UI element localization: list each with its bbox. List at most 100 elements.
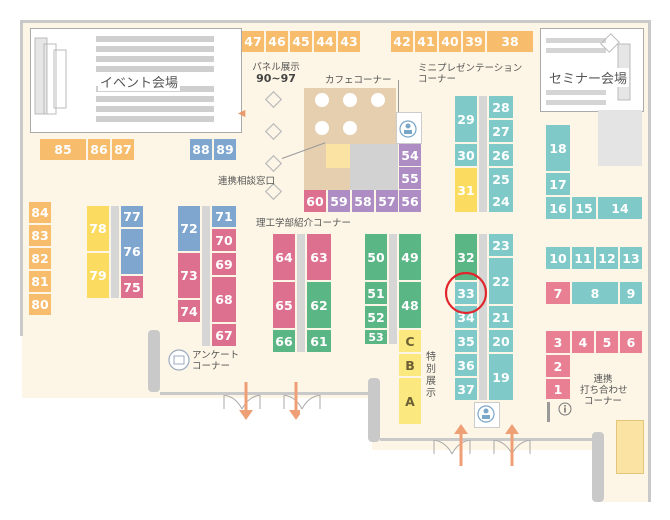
aisle-sep-70 (202, 206, 210, 346)
booth-7[interactable]: 7 (546, 282, 570, 304)
gray-area-right (598, 110, 642, 166)
booth-50[interactable]: 50 (365, 234, 387, 280)
booth-78[interactable]: 78 (87, 206, 109, 251)
booth-49[interactable]: 49 (399, 234, 421, 280)
booth-40[interactable]: 40 (439, 31, 461, 52)
booth-18[interactable]: 18 (546, 125, 570, 171)
booth-39[interactable]: 39 (463, 31, 485, 52)
booth-57[interactable]: 57 (376, 190, 398, 212)
booth-30[interactable]: 30 (455, 144, 477, 166)
booth-B[interactable]: B (399, 354, 421, 376)
booth-60[interactable]: 60 (304, 190, 326, 212)
booth-20[interactable]: 20 (489, 330, 513, 352)
booth-15[interactable]: 15 (572, 197, 596, 219)
booth-A[interactable]: A (399, 378, 421, 424)
booth-77[interactable]: 77 (121, 206, 143, 227)
booth-37[interactable]: 37 (455, 378, 477, 400)
booth-9[interactable]: 9 (620, 282, 642, 304)
booth-6[interactable]: 6 (620, 331, 642, 353)
booth-62[interactable]: 62 (307, 282, 331, 328)
booth-26[interactable]: 26 (489, 144, 513, 166)
booth-42[interactable]: 42 (391, 31, 413, 52)
meeting-corner-label: 連携 打ち合わせ コーナー (580, 374, 628, 407)
booth-22[interactable]: 22 (489, 258, 513, 304)
booth-63[interactable]: 63 (307, 234, 331, 280)
booth-21[interactable]: 21 (489, 306, 513, 328)
booth-1[interactable]: 1 (546, 379, 570, 399)
booth-4[interactable]: 4 (572, 331, 594, 353)
booth-5[interactable]: 5 (596, 331, 618, 353)
booth-29[interactable]: 29 (455, 96, 477, 142)
booth-27[interactable]: 27 (489, 120, 513, 142)
booth-73[interactable]: 73 (178, 253, 200, 298)
rail-right (547, 402, 550, 422)
booth-66[interactable]: 66 (273, 330, 295, 352)
booth-8[interactable]: 8 (572, 282, 618, 304)
booth-48[interactable]: 48 (399, 282, 421, 328)
booth-68[interactable]: 68 (212, 277, 236, 322)
booth-3[interactable]: 3 (546, 331, 570, 353)
meeting-desk (616, 420, 644, 474)
booth-67[interactable]: 67 (212, 324, 236, 346)
booth-46[interactable]: 46 (266, 31, 288, 52)
booth-14[interactable]: 14 (598, 197, 642, 219)
booth-47[interactable]: 47 (242, 31, 264, 52)
booth-35[interactable]: 35 (455, 330, 477, 352)
booth-51[interactable]: 51 (365, 282, 387, 304)
booth-2[interactable]: 2 (546, 355, 570, 377)
booth-72[interactable]: 72 (178, 206, 200, 251)
booth-12[interactable]: 12 (596, 247, 618, 269)
booth-83[interactable]: 83 (29, 225, 51, 246)
booth-13[interactable]: 13 (620, 247, 642, 269)
booth-28[interactable]: 28 (489, 96, 513, 118)
booth-10[interactable]: 10 (546, 247, 570, 269)
booth-81[interactable]: 81 (29, 271, 51, 292)
booth-71[interactable]: 71 (212, 206, 236, 227)
booth-82[interactable]: 82 (29, 248, 51, 269)
booth-32[interactable]: 32 (455, 234, 477, 280)
booth-89[interactable]: 89 (214, 139, 236, 160)
booth-84[interactable]: 84 (29, 202, 51, 223)
pillar-right (592, 432, 604, 502)
booth-25[interactable]: 25 (489, 168, 513, 190)
booth-36[interactable]: 36 (455, 354, 477, 376)
booth-C[interactable]: C (399, 330, 421, 352)
booth-45[interactable]: 45 (290, 31, 312, 52)
wall-bottom-center (380, 438, 595, 441)
booth-43[interactable]: 43 (338, 31, 360, 52)
booth-86[interactable]: 86 (88, 139, 110, 160)
booth-38[interactable]: 38 (487, 31, 533, 52)
booth-76[interactable]: 76 (121, 229, 143, 274)
booth-88[interactable]: 88 (190, 139, 212, 160)
booth-33[interactable]: 33 (455, 282, 477, 304)
booth-41[interactable]: 41 (415, 31, 437, 52)
booth-79[interactable]: 79 (87, 253, 109, 298)
booth-24[interactable]: 24 (489, 190, 513, 212)
science-label: 理工学部紹介コーナー (256, 218, 352, 229)
booth-70[interactable]: 70 (212, 229, 236, 251)
booth-80[interactable]: 80 (29, 294, 51, 315)
booth-19[interactable]: 19 (489, 354, 513, 400)
booth-53[interactable]: 53 (365, 330, 387, 344)
booth-69[interactable]: 69 (212, 253, 236, 275)
booth-17[interactable]: 17 (546, 173, 570, 195)
booth-74[interactable]: 74 (178, 300, 200, 322)
booth-16[interactable]: 16 (546, 197, 570, 219)
booth-64[interactable]: 64 (273, 234, 295, 280)
booth-65[interactable]: 65 (273, 282, 295, 328)
booth-44[interactable]: 44 (314, 31, 336, 52)
booth-31[interactable]: 31 (455, 168, 477, 212)
booth-87[interactable]: 87 (112, 139, 134, 160)
booth-11[interactable]: 11 (572, 247, 594, 269)
booth-23[interactable]: 23 (489, 234, 513, 256)
booth-59[interactable]: 59 (328, 190, 350, 212)
booth-58[interactable]: 58 (352, 190, 374, 212)
booth-54[interactable]: 54 (399, 144, 421, 166)
booth-52[interactable]: 52 (365, 306, 387, 328)
booth-61[interactable]: 61 (307, 330, 331, 352)
booth-85[interactable]: 85 (40, 139, 86, 160)
booth-56[interactable]: 56 (399, 190, 421, 212)
booth-55[interactable]: 55 (399, 167, 421, 189)
booth-75[interactable]: 75 (121, 276, 143, 298)
